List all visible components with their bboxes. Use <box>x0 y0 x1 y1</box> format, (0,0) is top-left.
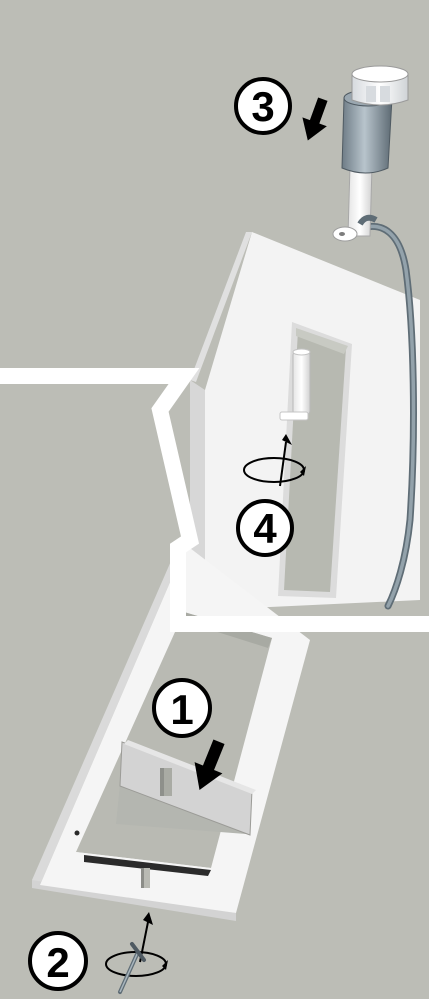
step-badge-4: 4 <box>238 501 292 555</box>
step-number-1: 1 <box>170 686 193 733</box>
step-number-2: 2 <box>46 939 69 986</box>
step-number-4: 4 <box>253 505 277 552</box>
step-badge-3: 3 <box>236 79 290 133</box>
step-badge-2: 2 <box>30 933 86 989</box>
step-number-3: 3 <box>251 83 274 130</box>
step-badge-1: 1 <box>154 680 210 736</box>
